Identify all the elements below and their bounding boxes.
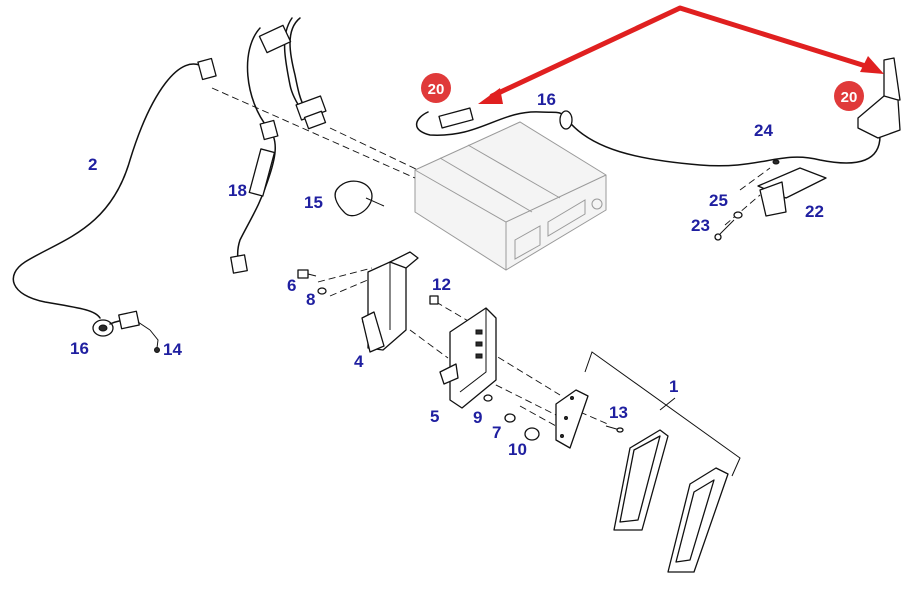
callout-text: 20 [841, 89, 858, 106]
cover-right [667, 467, 729, 573]
label-25: 25 [709, 191, 728, 210]
cover-left [613, 429, 669, 531]
label-7: 7 [492, 423, 501, 442]
hardware [297, 269, 624, 441]
label-2: 2 [88, 155, 97, 174]
antenna-mount-22 [714, 159, 827, 241]
label-24: 24 [754, 121, 773, 140]
label-12: 12 [432, 275, 451, 294]
label-10: 10 [508, 440, 527, 459]
bracket-5 [439, 307, 497, 409]
label-18: 18 [228, 181, 247, 200]
bracket-1 [584, 351, 741, 477]
label-23: 23 [691, 216, 710, 235]
label-8: 8 [306, 290, 315, 309]
label-22: 22 [805, 202, 824, 221]
red-pointer-arrow [478, 5, 884, 104]
label-16b: 16 [537, 90, 556, 109]
mounting-plate [555, 389, 589, 449]
label-16a: 16 [70, 339, 89, 358]
label-6: 6 [287, 276, 296, 295]
part-labels: 1 2 4 5 6 7 8 9 10 12 13 14 15 16 16 18 … [70, 90, 824, 459]
label-4: 4 [354, 352, 364, 371]
bracket-4 [361, 251, 419, 353]
label-1: 1 [669, 377, 678, 396]
label-9: 9 [473, 408, 482, 427]
label-5: 5 [430, 407, 439, 426]
cable-tie-15 [334, 180, 385, 217]
callout-20-left: 20 [421, 73, 451, 103]
radio-unit [414, 121, 607, 271]
antenna [857, 57, 901, 139]
antenna-cable [415, 107, 881, 167]
label-13: 13 [609, 403, 628, 422]
wire-harness-18 [230, 17, 327, 274]
label-15: 15 [304, 193, 323, 212]
callout-text: 20 [428, 81, 445, 98]
callout-20-right: 20 [834, 81, 864, 111]
wire-harness-2 [12, 57, 217, 353]
label-14: 14 [163, 340, 182, 359]
